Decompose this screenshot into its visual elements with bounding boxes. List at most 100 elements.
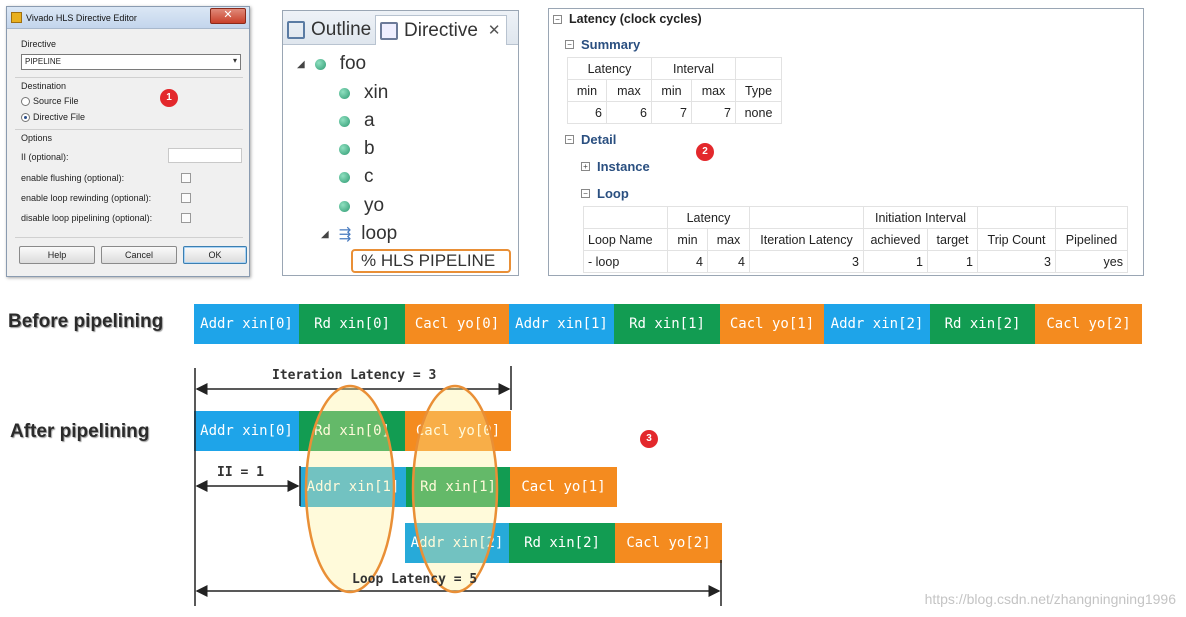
latency-heading[interactable]: − Latency (clock cycles) [553, 12, 702, 26]
after-pipelining-label: After pipelining [10, 421, 150, 442]
enable-loop-rewinding-checkbox[interactable] [181, 193, 191, 203]
collapse-triangle-icon[interactable]: ◢ [321, 228, 329, 240]
tree-node-yo[interactable]: yo [339, 195, 384, 217]
collapse-icon[interactable]: − [565, 135, 574, 144]
close-button[interactable]: ✕ [210, 7, 246, 24]
function-dot-icon [314, 58, 326, 70]
stage-block: Rd xin[2] [930, 304, 1035, 344]
directive-select[interactable]: PIPELINE ▾ [21, 54, 241, 70]
vivado-app-icon [11, 12, 22, 23]
tree-node-b[interactable]: b [339, 138, 375, 160]
instance-title: Instance [597, 159, 650, 174]
collapse-icon[interactable]: − [553, 14, 562, 24]
detail-heading[interactable]: − Detail [565, 132, 616, 147]
radio-source-file[interactable]: Source File [21, 96, 79, 106]
radio-selected-icon [21, 112, 30, 122]
loop-heading[interactable]: − Loop [581, 186, 629, 201]
ok-button[interactable]: OK [183, 246, 247, 264]
help-button[interactable]: Help [19, 246, 95, 264]
directive-label: Directive [21, 39, 57, 49]
table-row: - loop 4 4 3 1 1 3 yes [583, 250, 1128, 273]
summary-title: Summary [581, 37, 641, 52]
stage-block: Addr xin[1] [300, 467, 406, 507]
highlight-ellipse [304, 384, 396, 594]
table-row: 6 6 7 7 none [567, 101, 782, 124]
close-icon[interactable]: ✕ [487, 21, 501, 39]
tree-node-label: foo [339, 53, 367, 74]
summary-col-header: min [567, 79, 607, 102]
options-label: Options [21, 133, 53, 143]
ii-input[interactable] [168, 148, 242, 163]
tab-label: Outline [311, 19, 372, 40]
collapse-icon[interactable]: − [565, 40, 574, 49]
loop-latency-label: Loop Latency = 5 [352, 572, 478, 587]
loop-table: Latency Initiation Interval Loop Name mi… [583, 206, 1128, 273]
port-dot-icon [339, 87, 350, 99]
stage-block: Addr xin[0] [194, 304, 299, 344]
tree-node-a[interactable]: a [339, 110, 375, 132]
latency-title: Latency (clock cycles) [569, 12, 702, 26]
port-dot-icon [339, 200, 350, 212]
before-pipelining-label: Before pipelining [8, 311, 164, 332]
destination-label: Destination [21, 81, 67, 91]
summary-table: Latency Interval min max min max Type 6 … [567, 57, 782, 124]
tree-node-label: xin [364, 82, 389, 103]
stage-block: Addr xin[2] [824, 304, 930, 344]
loop-col-header: target [927, 228, 978, 251]
option-label: enable loop rewinding (optional): [21, 193, 152, 203]
tree-node-foo[interactable]: ◢ foo [297, 53, 366, 75]
stage-block: Rd xin[0] [299, 304, 405, 344]
stage-block: Rd xin[2] [509, 523, 615, 563]
tree-node-xin[interactable]: xin [339, 82, 388, 104]
divider [15, 129, 243, 130]
dialog-titlebar: Vivado HLS Directive Editor ✕ [7, 7, 249, 29]
tab-directive[interactable]: Directive ✕ [375, 15, 508, 45]
summary-cell: 7 [651, 101, 692, 124]
stage-block: Cacl yo[0] [405, 411, 511, 451]
directive-select-value: PIPELINE [25, 57, 62, 66]
divider [15, 77, 243, 78]
dialog-title: Vivado HLS Directive Editor [26, 12, 137, 23]
directive-tree-panel: Outline Directive ✕ ◢ foo xin a b c yo ◢… [282, 10, 519, 276]
loop-cell: - loop [583, 250, 668, 273]
watermark: https://blog.csdn.net/zhangningning1996 [924, 591, 1176, 607]
summary-cell: 7 [691, 101, 736, 124]
collapse-icon[interactable]: − [581, 189, 590, 198]
summary-heading[interactable]: − Summary [565, 37, 640, 52]
ii-option-label: II (optional): [21, 152, 221, 162]
detail-title: Detail [581, 132, 617, 147]
loop-group-ii: Initiation Interval [863, 206, 978, 229]
stage-block: Cacl yo[1] [510, 467, 617, 507]
tree-node-c[interactable]: c [339, 166, 374, 188]
collapse-triangle-icon[interactable]: ◢ [297, 58, 305, 70]
divider [15, 237, 243, 238]
cancel-button[interactable]: Cancel [101, 246, 177, 264]
port-dot-icon [339, 143, 350, 155]
highlight-ellipse [411, 384, 499, 594]
option-disable-loop-pipelining: disable loop pipelining (optional): [21, 213, 221, 223]
radio-label: Source File [33, 96, 79, 106]
ii-label: II (optional): [21, 152, 69, 162]
iteration-latency-label: Iteration Latency = 3 [272, 368, 437, 383]
summary-group-latency: Latency [567, 57, 652, 80]
radio-directive-file[interactable]: Directive File [21, 112, 85, 122]
stage-block: Cacl yo[2] [615, 523, 722, 563]
ii-label: II = 1 [217, 465, 264, 480]
expand-icon[interactable]: + [581, 162, 590, 171]
option-label: disable loop pipelining (optional): [21, 213, 153, 223]
tab-outline[interactable]: Outline [287, 15, 371, 45]
instance-heading[interactable]: + Instance [581, 159, 650, 174]
stage-block: Addr xin[1] [509, 304, 614, 344]
tree-node-label: a [364, 110, 375, 131]
enable-flushing-checkbox[interactable] [181, 173, 191, 183]
disable-loop-pipelining-checkbox[interactable] [181, 213, 191, 223]
stage-block: Rd xin[1] [614, 304, 720, 344]
tree-node-loop[interactable]: ◢ ⇶ loop [321, 223, 397, 245]
step-marker-2: 2 [696, 143, 714, 161]
step-marker-3: 3 [640, 430, 658, 448]
directive-editor-dialog: Vivado HLS Directive Editor ✕ Directive … [6, 6, 250, 277]
loop-group-latency: Latency [667, 206, 750, 229]
stage-block: Addr xin[0] [194, 411, 299, 451]
pipeline-pragma-item[interactable]: % HLS PIPELINE [351, 249, 511, 273]
